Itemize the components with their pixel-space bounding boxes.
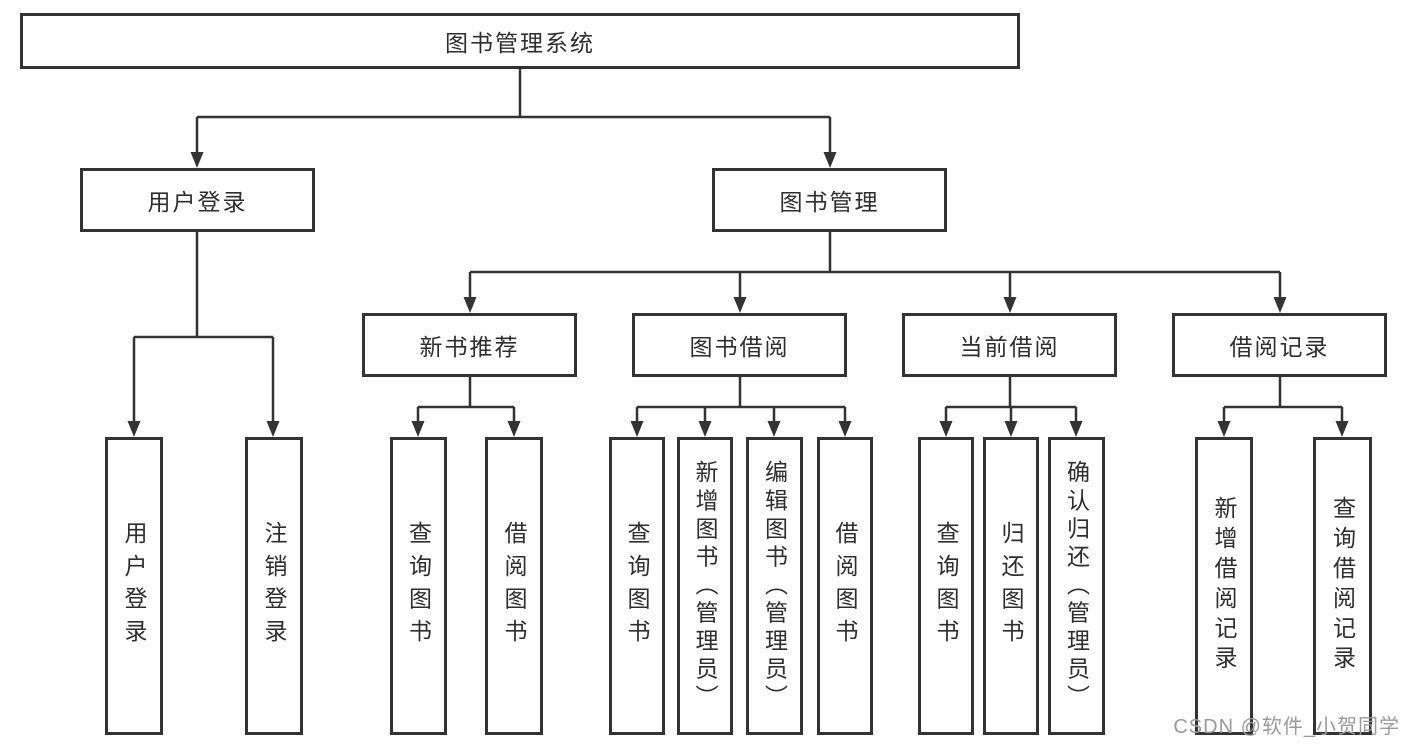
leaf-borrow-borrow-books-label: 借阅图书 <box>832 520 858 652</box>
leaf-current-confirm-return-admin-label: 确认归还（管理员） <box>1063 459 1090 713</box>
leaf-user-login: 用户登录 <box>105 437 163 735</box>
leaf-recommend-query-books: 查询图书 <box>390 437 447 735</box>
node-borrow-records: 借阅记录 <box>1172 313 1387 377</box>
leaf-current-query-books: 查询图书 <box>918 437 974 735</box>
leaf-recommend-query-books-label: 查询图书 <box>405 520 432 652</box>
leaf-current-return-books: 归还图书 <box>983 437 1039 735</box>
leaf-borrow-edit-books-admin-label: 编辑图书（管理员） <box>761 459 788 713</box>
leaf-records-add-record: 新增借阅记录 <box>1195 437 1253 735</box>
leaf-recommend-borrow-books-label: 借阅图书 <box>501 520 527 652</box>
node-root-label: 图书管理系统 <box>445 30 595 56</box>
csdn-watermark: CSDN @软件_小贺同学 <box>1173 716 1400 738</box>
leaf-records-query-record: 查询借阅记录 <box>1313 437 1372 735</box>
node-root: 图书管理系统 <box>20 13 1020 69</box>
leaf-borrow-add-books-admin: 新增图书（管理员） <box>677 437 733 735</box>
leaf-records-query-record-label: 查询借阅记录 <box>1329 496 1356 676</box>
leaf-logout: 注销登录 <box>245 437 303 735</box>
leaf-current-confirm-return-admin: 确认归还（管理员） <box>1048 437 1105 735</box>
leaf-borrow-borrow-books: 借阅图书 <box>817 437 873 735</box>
leaf-borrow-query-books: 查询图书 <box>609 437 665 735</box>
node-borrow-records-label: 借阅记录 <box>1229 334 1330 360</box>
leaf-recommend-borrow-books: 借阅图书 <box>485 437 543 735</box>
node-user-login-label: 用户登录 <box>147 189 248 215</box>
node-current-borrow: 当前借阅 <box>902 313 1117 377</box>
node-user-login: 用户登录 <box>80 168 315 232</box>
node-book-management: 图书管理 <box>712 168 947 232</box>
leaf-borrow-edit-books-admin: 编辑图书（管理员） <box>746 437 803 735</box>
leaf-current-query-books-label: 查询图书 <box>933 520 959 652</box>
node-new-book-recommend-label: 新书推荐 <box>419 334 520 360</box>
node-book-management-label: 图书管理 <box>779 189 880 215</box>
leaf-records-add-record-label: 新增借阅记录 <box>1211 496 1237 676</box>
node-current-borrow-label: 当前借阅 <box>959 334 1060 360</box>
leaf-user-login-label: 用户登录 <box>121 520 147 652</box>
leaf-current-return-books-label: 归还图书 <box>998 520 1024 652</box>
node-book-borrow: 图书借阅 <box>632 313 847 377</box>
arrowheads <box>127 152 1349 437</box>
leaf-borrow-add-books-admin-label: 新增图书（管理员） <box>692 459 718 713</box>
leaf-logout-label: 注销登录 <box>261 520 287 652</box>
node-book-borrow-label: 图书借阅 <box>689 334 790 360</box>
node-new-book-recommend: 新书推荐 <box>362 313 577 377</box>
leaf-borrow-query-books-label: 查询图书 <box>624 520 650 652</box>
